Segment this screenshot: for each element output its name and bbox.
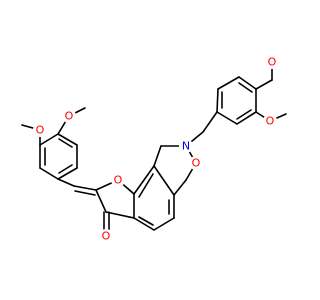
- bond-network: [21, 61, 287, 231]
- bond: [57, 167, 78, 180]
- molecule-structure-diagram: O O O O N O O O: [21, 55, 287, 243]
- atom-label-o: O: [65, 110, 74, 123]
- bond: [58, 138, 73, 148]
- bond: [216, 111, 238, 125]
- bond: [216, 88, 219, 113]
- bond: [73, 185, 97, 191]
- bond: [236, 109, 252, 120]
- bond: [105, 211, 135, 219]
- bond: [133, 217, 155, 231]
- bond: [153, 165, 175, 196]
- bond: [153, 145, 162, 167]
- atom-label-o: O: [36, 124, 45, 137]
- methoxy-oxygen-left-upper: O: [62, 109, 76, 123]
- bond: [202, 111, 218, 133]
- bond: [255, 79, 273, 90]
- bond: [236, 111, 257, 125]
- atom-label-o: O: [268, 56, 277, 69]
- bond: [58, 164, 73, 174]
- bond: [39, 133, 59, 146]
- atom-label-n: N: [182, 140, 190, 153]
- atom-label-o: O: [266, 115, 275, 128]
- atom-label-o: O: [102, 230, 111, 243]
- bond: [95, 189, 107, 213]
- atom-label-o: O: [192, 157, 201, 170]
- bond: [173, 179, 187, 196]
- bond: [138, 173, 154, 198]
- bond: [238, 82, 253, 93]
- bond: [57, 133, 78, 146]
- methoxy-oxygen-left-lower: O: [33, 123, 47, 137]
- methoxy-oxygen-right-upper: O: [265, 55, 279, 69]
- ketone-oxygen: O: [99, 229, 113, 243]
- bond: [133, 165, 155, 195]
- oxazine-oxygen: O: [189, 156, 203, 170]
- bond: [238, 76, 257, 90]
- bond: [217, 76, 240, 90]
- methoxy-oxygen-right-lower: O: [263, 114, 277, 128]
- ring-nitrogen: N: [179, 139, 193, 153]
- bond: [39, 167, 59, 180]
- atom-label-o: O: [114, 174, 123, 187]
- bond: [138, 216, 154, 226]
- furan-oxygen: O: [111, 173, 125, 187]
- atom-labels: O O O O N O O O: [33, 55, 279, 243]
- bond: [57, 178, 75, 187]
- bond: [153, 217, 175, 231]
- bond: [74, 190, 96, 196]
